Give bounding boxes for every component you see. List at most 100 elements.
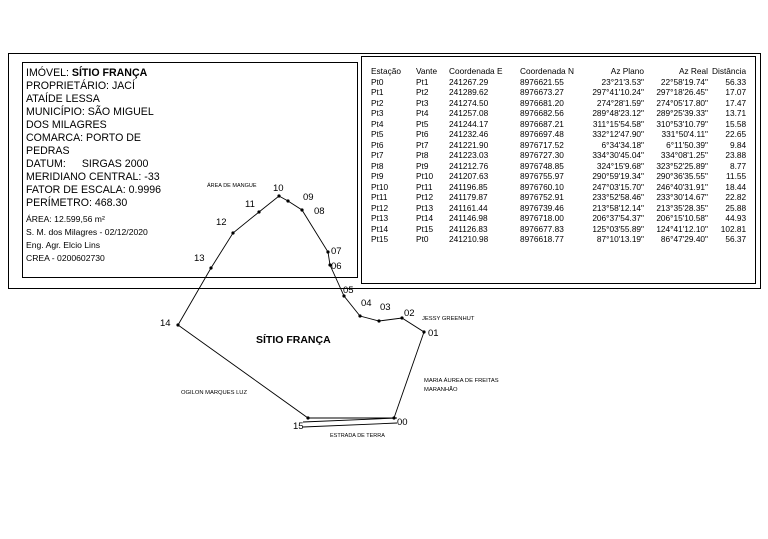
crea-line: CREA - 0200602730 <box>26 253 105 263</box>
neighbor-maria-1: MARIA ÁUREA DE FREITAS <box>424 377 499 384</box>
vertex-label: 04 <box>361 298 372 309</box>
table-header-cell: Az Plano <box>610 66 644 76</box>
table-cell: 86°47'29.40" <box>660 234 708 244</box>
table-cell: 8976673.27 <box>520 87 564 97</box>
table-cell: 290°36'35.55" <box>656 171 708 181</box>
datum-line: DATUM:SIRGAS 2000 <box>26 158 357 171</box>
table-header-cell: Estação <box>371 66 401 76</box>
table-header-cell: Distância <box>712 66 747 76</box>
comarca-line-1: COMARCA: PORTO DE <box>26 132 141 144</box>
vertex-label: 08 <box>314 206 325 217</box>
table-cell: 233°30'14.67" <box>656 192 708 202</box>
datum-label: DATUM: <box>26 158 66 170</box>
vertex-label: 00 <box>397 417 408 428</box>
vertex-marker <box>209 266 213 270</box>
table-cell: Pt1 <box>416 76 429 87</box>
vertex-label: 15 <box>293 421 304 432</box>
imovel-line: IMÓVEL: SÍTIO FRANÇA <box>26 67 357 80</box>
table-cell: 274°05'17.80" <box>656 97 708 108</box>
table-cell: 8976718.00 <box>520 213 564 223</box>
table-cell: 8976755.97 <box>520 171 564 181</box>
table-cell: 206°37'54.37" <box>592 213 644 223</box>
table-cell: 289°48'23.12" <box>592 108 644 118</box>
table-cell: 9.84 <box>729 139 747 150</box>
table-cell: 15.58 <box>725 118 747 129</box>
area-line: ÁREA: 12.599,56 m² <box>26 214 105 224</box>
table-cell: 8.77 <box>729 160 747 171</box>
table-cell: 332°12'47.90" <box>592 129 644 139</box>
table-cell: 241257.08 <box>449 108 489 118</box>
table-cell: 18.44 <box>725 181 747 192</box>
table-cell: 334°08'1.25" <box>660 150 708 160</box>
table-cell: Pt15 <box>371 234 389 244</box>
table-cell: 310°53'10.79" <box>656 118 708 129</box>
table-cell: 8976621.55 <box>520 76 564 87</box>
vertex-label: 14 <box>160 318 171 329</box>
table-cell: 125°03'55.89" <box>592 223 644 234</box>
table-cell: 56.37 <box>725 234 747 244</box>
table-cell: 274°28'1.59" <box>596 97 644 108</box>
table-cell: 8976727.30 <box>520 150 564 160</box>
vertex-marker <box>392 416 396 420</box>
table-cell: 241212.76 <box>449 160 489 171</box>
vertex-marker <box>328 263 332 267</box>
vertex-label: 12 <box>216 217 227 228</box>
neighbor-jessy: JESSY GREENHUT <box>422 316 475 322</box>
table-cell: 8976618.77 <box>520 234 564 244</box>
neighbor-estrada: ESTRADA DE TERRA <box>330 433 385 439</box>
vertex-marker <box>342 294 346 298</box>
vertex-marker <box>257 210 261 214</box>
table-cell: 241274.50 <box>449 97 489 108</box>
table-cell: 11.55 <box>725 171 747 181</box>
table-cell: Pt13 <box>371 213 389 223</box>
imovel-value: SÍTIO FRANÇA <box>71 67 148 79</box>
vertex-marker <box>358 314 362 318</box>
drawing-frame <box>8 53 761 289</box>
imovel-label: IMÓVEL: <box>26 67 72 79</box>
table-cell: Pt7 <box>416 139 429 150</box>
table-cell: 241267.29 <box>449 76 489 87</box>
table-cell: Pt6 <box>416 129 429 139</box>
local-data-line: S. M. dos Milagres - 02/12/2020 <box>26 227 148 237</box>
table-cell: 44.93 <box>725 213 747 223</box>
table-cell: 213°58'12.14" <box>592 202 644 213</box>
table-cell: Pt3 <box>416 97 429 108</box>
table-cell: 311°15'54.58" <box>592 118 644 129</box>
table-cell: 22.82 <box>725 192 747 202</box>
table-cell: 25.88 <box>725 202 747 213</box>
neighbor-maria-2: MARANHÃO <box>424 386 458 393</box>
table-cell: 241221.90 <box>449 139 489 150</box>
table-cell: 290°59'19.34" <box>592 171 644 181</box>
table-cell: 334°30'45.04" <box>592 150 644 160</box>
table-cell: Pt13 <box>416 202 434 213</box>
table-cell: 241289.62 <box>449 87 489 97</box>
table-cell: 17.47 <box>725 97 747 108</box>
table-cell: Pt8 <box>416 150 429 160</box>
table-cell: Pt14 <box>416 213 434 223</box>
table-cell: Pt0 <box>416 234 429 244</box>
table-cell: Pt12 <box>416 192 434 202</box>
table-cell: 8976752.91 <box>520 192 564 202</box>
table-cell: 8976760.10 <box>520 181 564 192</box>
table-cell: Pt8 <box>371 160 384 171</box>
municipio-line-1: MUNICÍPIO: SÃO MIGUEL <box>26 106 154 118</box>
table-cell: Pt10 <box>371 181 389 192</box>
table-cell: 8976717.52 <box>520 139 564 150</box>
vertex-marker <box>400 316 404 320</box>
table-cell: 241161.44 <box>449 202 488 213</box>
table-cell: Pt3 <box>371 108 384 118</box>
vertex-marker <box>306 416 310 420</box>
table-cell: 297°18'26.45" <box>656 87 708 97</box>
table-cell: Pt12 <box>371 202 389 213</box>
table-cell: 241223.03 <box>449 150 489 160</box>
